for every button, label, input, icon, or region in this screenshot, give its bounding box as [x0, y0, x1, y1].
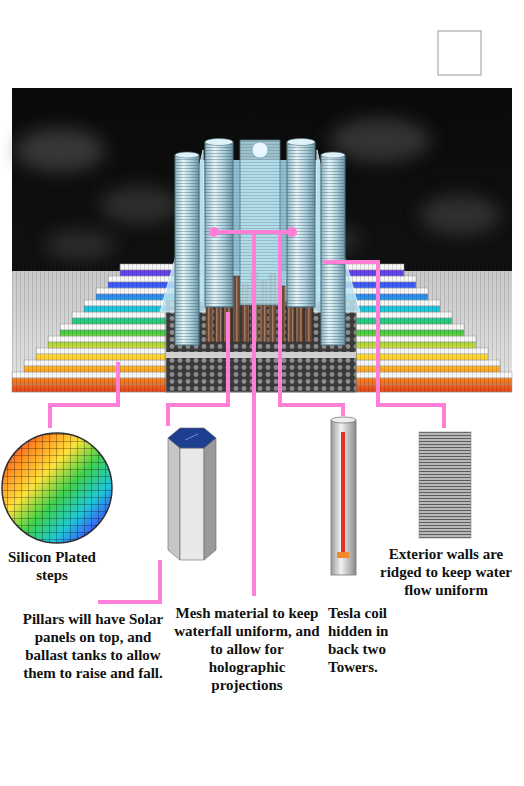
caption-label: Tesla coil hidden in back two Towers. [328, 604, 406, 676]
leader-dot [287, 227, 297, 237]
caption-label: Pillars will have Solar panels on top, a… [18, 610, 168, 682]
caption-label: Exterior walls are ridged to keep water … [372, 545, 520, 599]
scene [12, 88, 512, 393]
silicon-wafer [0, 430, 115, 545]
caption-label: Silicon Plated steps [2, 548, 102, 584]
leader-dot [209, 227, 219, 237]
hex-pillar [168, 428, 216, 560]
caption-label: Mesh material to keep waterfall uniform,… [172, 604, 322, 694]
leader-lines [50, 232, 444, 602]
ridged-wall [419, 432, 471, 538]
tesla-tower [331, 417, 356, 575]
empty-box [438, 31, 481, 75]
